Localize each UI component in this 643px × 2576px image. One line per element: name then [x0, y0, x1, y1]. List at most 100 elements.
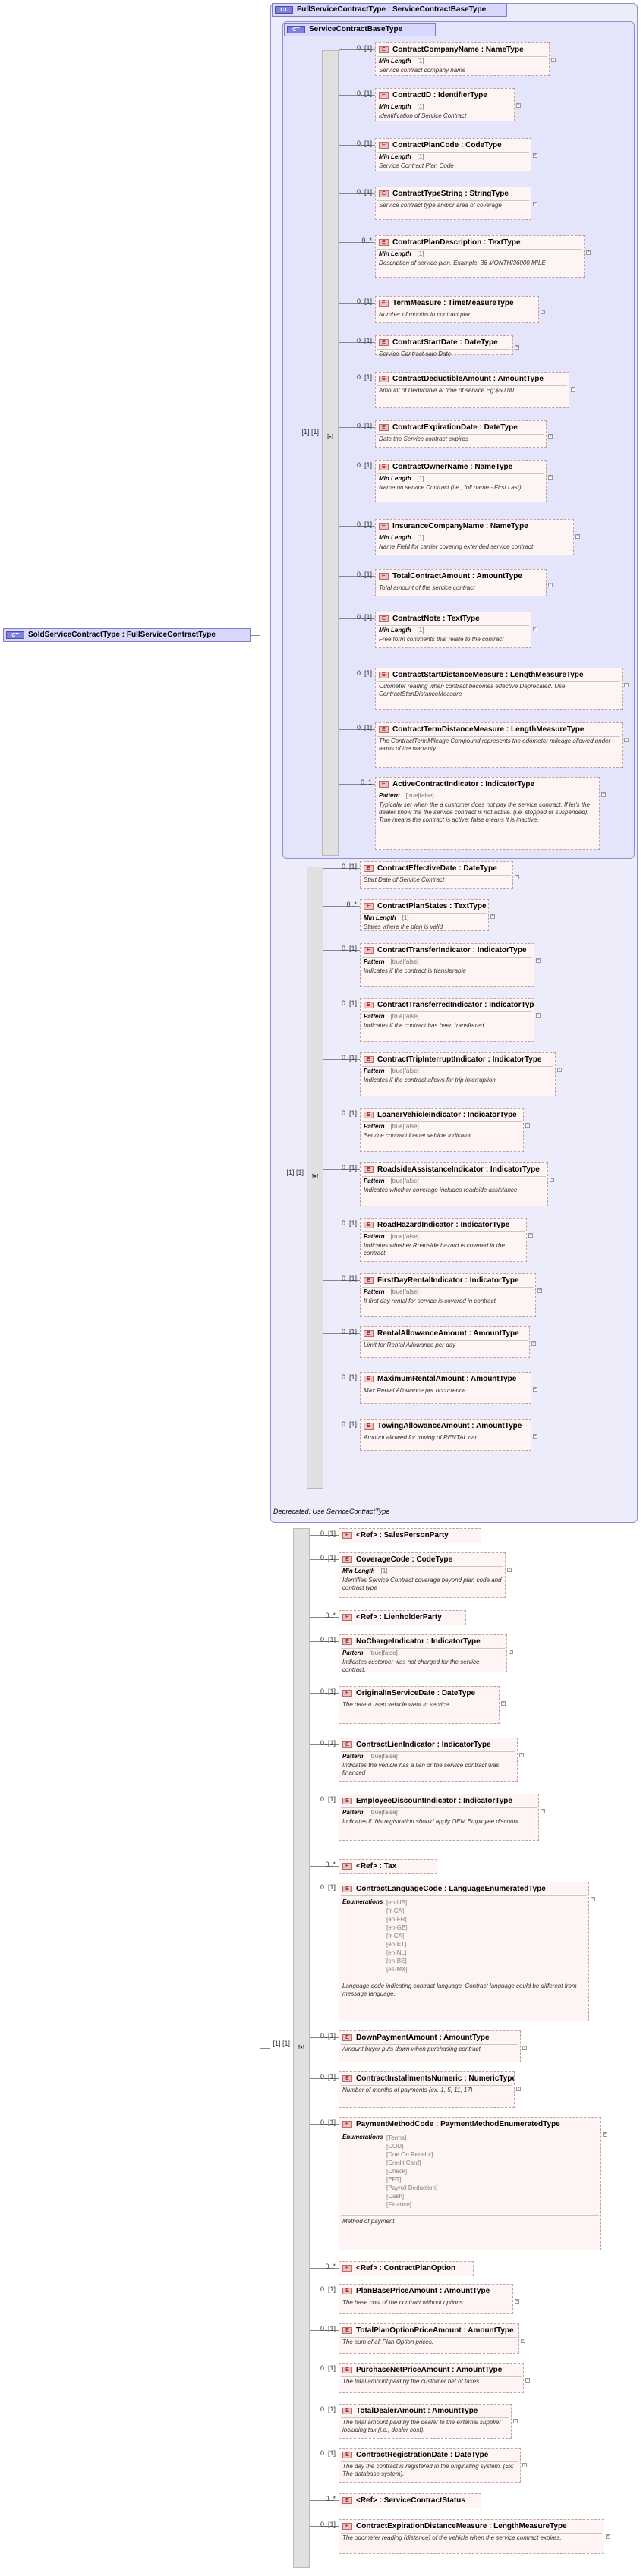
expand-toggle-icon[interactable]: +	[528, 1233, 533, 1238]
expand-toggle-icon[interactable]: +	[541, 1809, 545, 1813]
facet-name: Min Length	[364, 914, 396, 921]
expand-toggle-icon[interactable]: +	[507, 1568, 512, 1572]
expand-toggle-icon[interactable]: +	[525, 2378, 530, 2383]
expand-toggle-icon[interactable]: +	[550, 1178, 554, 1182]
expand-toggle-icon[interactable]: +	[548, 434, 553, 439]
expand-toggle-icon[interactable]: +	[541, 310, 545, 314]
expand-toggle-icon[interactable]: +	[548, 475, 553, 480]
expand-toggle-icon[interactable]: +	[515, 2299, 519, 2304]
expand-toggle-icon[interactable]: +	[515, 345, 519, 350]
expand-toggle-icon[interactable]: +	[601, 792, 606, 797]
expand-toggle-icon[interactable]: +	[575, 534, 580, 539]
element-box[interactable]: E<Ref> : SalesPersonParty	[339, 1528, 481, 1543]
expand-toggle-icon[interactable]: +	[515, 875, 519, 879]
expand-toggle-icon[interactable]: +	[536, 1013, 541, 1018]
expand-toggle-icon[interactable]: +	[533, 1434, 537, 1439]
root-complex-type[interactable]: CT SoldServiceContractType : FullService…	[3, 628, 251, 642]
expand-toggle-icon[interactable]: +	[509, 1650, 513, 1654]
full-complex-type[interactable]: CT FullServiceContractType : ServiceCont…	[272, 3, 507, 17]
expand-toggle-icon[interactable]: +	[606, 2534, 610, 2539]
element-box[interactable]: E<Ref> : ContractPlanOption	[339, 2261, 474, 2276]
expand-toggle-icon[interactable]: +	[525, 1123, 530, 1128]
facet-value: [true|false]	[390, 1068, 419, 1074]
element-name: PurchaseNetPriceAmount : AmountType	[356, 2366, 503, 2374]
expand-toggle-icon[interactable]: +	[537, 1288, 542, 1293]
expand-toggle-icon[interactable]: +	[557, 1068, 562, 1072]
element-documentation: Indicates the vehicle has a lien or the …	[342, 1762, 500, 1776]
expand-toggle-icon[interactable]: +	[591, 1897, 595, 1901]
element-box[interactable]: E<Ref> : Tax	[339, 1859, 437, 1874]
expand-toggle-icon[interactable]: +	[624, 738, 629, 742]
expand-toggle-icon[interactable]: +	[490, 914, 495, 919]
expand-toggle-icon[interactable]: +	[603, 2132, 607, 2137]
base-complex-type[interactable]: CT ServiceContractBaseType	[284, 23, 436, 36]
element-name: ContractTermDistanceMeasure : LengthMeas…	[392, 725, 585, 734]
expand-toggle-icon[interactable]: +	[551, 58, 556, 62]
expand-toggle-icon[interactable]: +	[516, 103, 521, 108]
expand-toggle-icon[interactable]: +	[586, 250, 591, 255]
expand-toggle-icon[interactable]: +	[513, 2419, 518, 2423]
expand-toggle-icon[interactable]: +	[533, 1387, 537, 1392]
expand-toggle-icon[interactable]: +	[624, 683, 629, 687]
expand-toggle-icon[interactable]: +	[522, 2463, 527, 2467]
expand-toggle-icon[interactable]: +	[533, 202, 537, 206]
expand-toggle-icon[interactable]: +	[521, 2339, 525, 2343]
element-box[interactable]: E<Ref> : ServiceContractStatus	[339, 2493, 481, 2508]
expand-toggle-icon[interactable]: +	[501, 1701, 506, 1706]
expand-toggle-icon[interactable]: +	[519, 1753, 524, 1757]
element-box[interactable]: E<Ref> : LienholderParty	[339, 1610, 466, 1625]
expand-toggle-icon[interactable]: +	[548, 583, 553, 587]
expand-toggle-icon[interactable]: +	[533, 153, 537, 158]
expand-toggle-icon[interactable]: +	[516, 2087, 521, 2091]
expand-toggle-icon[interactable]: +	[531, 1341, 536, 1346]
expand-toggle-icon[interactable]: +	[536, 958, 541, 963]
expand-toggle-icon[interactable]: +	[533, 627, 537, 631]
expand-toggle-icon[interactable]: +	[522, 2046, 527, 2050]
expand-toggle-icon[interactable]: +	[571, 387, 575, 392]
